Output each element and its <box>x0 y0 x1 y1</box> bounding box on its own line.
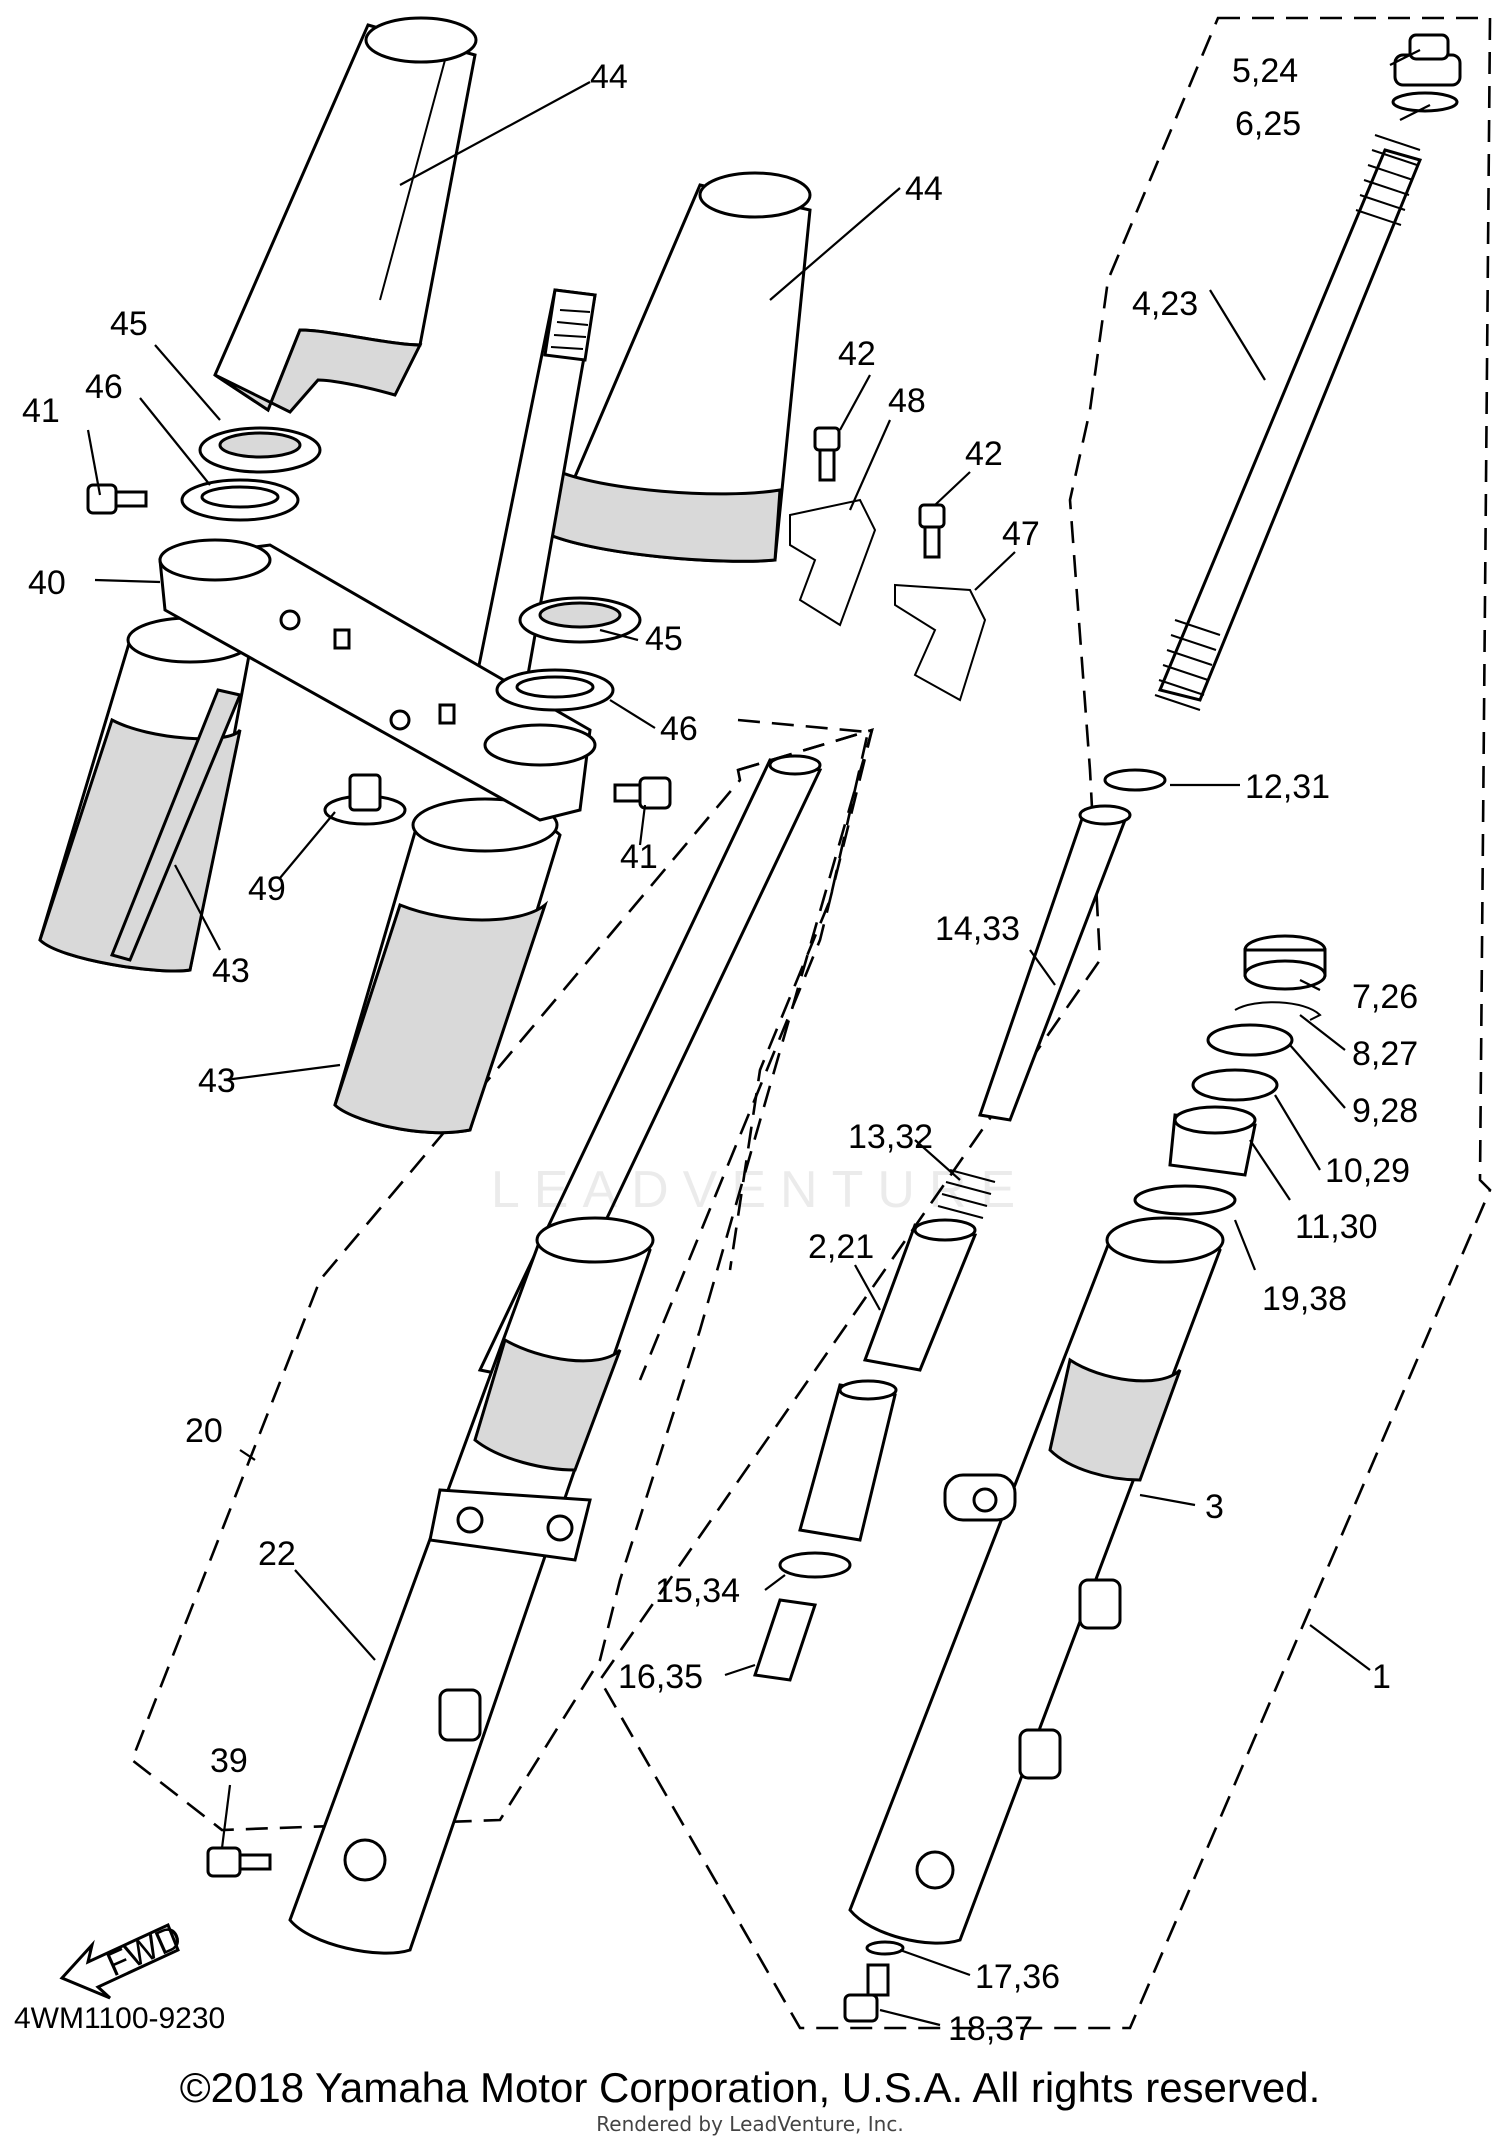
callout-labels: 44 44 45 46 41 40 42 48 42 47 45 46 41 4… <box>22 52 1418 2048</box>
callout-43-a: 43 <box>212 952 250 990</box>
collar-16-35 <box>753 1598 817 1682</box>
cap-bolt-5-24 <box>1393 33 1462 87</box>
washer-10-29 <box>1191 1068 1279 1102</box>
bolt-41-left <box>86 483 148 515</box>
oil-lock-piece-15-34 <box>778 1551 852 1579</box>
callout-4-23: 4,23 <box>1132 285 1198 323</box>
callout-48: 48 <box>888 382 926 420</box>
lower-cover-right <box>333 797 562 1135</box>
bolt-41-right <box>613 776 672 810</box>
callout-7-26: 7,26 <box>1352 978 1418 1016</box>
washer-17-36 <box>865 1940 905 1956</box>
callout-41-b: 41 <box>620 838 658 876</box>
callout-47: 47 <box>1002 515 1040 553</box>
callout-17-36: 17,36 <box>975 1958 1060 1996</box>
callout-49: 49 <box>248 870 286 908</box>
damper-lower <box>798 1379 898 1542</box>
watermark: LEADVENTURE <box>490 1161 1030 1219</box>
dust-seal-7-26 <box>1243 934 1327 991</box>
lower-bracket <box>158 538 597 822</box>
ring-12-31 <box>1103 768 1167 792</box>
washer-46-right <box>495 668 615 712</box>
callout-12-31: 12,31 <box>1245 768 1330 806</box>
o-ring-6-25 <box>1391 91 1459 113</box>
o-ring-19-38 <box>1133 1184 1237 1216</box>
callout-14-33: 14,33 <box>935 910 1020 948</box>
outer-tube-bracket-outline <box>638 728 874 1381</box>
upper-cover-left <box>213 16 478 414</box>
fwd-label: FWD <box>101 1918 187 1984</box>
inner-group-outline <box>728 718 870 1271</box>
callout-46-a: 46 <box>85 368 123 406</box>
callout-45-b: 45 <box>645 620 683 658</box>
drain-bolt-18-37 <box>843 1963 890 2023</box>
oil-seal-9-28 <box>1206 1023 1294 1057</box>
callout-8-27: 8,27 <box>1352 1035 1418 1073</box>
wire-bracket-47 <box>894 583 987 702</box>
callout-40: 40 <box>28 564 66 602</box>
callout-9-28: 9,28 <box>1352 1092 1418 1130</box>
bolt-39 <box>206 1846 272 1878</box>
callout-42-a: 42 <box>838 335 876 373</box>
callout-6-25: 6,25 <box>1235 105 1301 143</box>
wire-bracket-48 <box>789 498 877 627</box>
callout-5-24: 5,24 <box>1232 52 1298 90</box>
callout-3: 3 <box>1205 1488 1224 1526</box>
callout-41-a: 41 <box>22 392 60 430</box>
leader-lines <box>86 49 1431 2027</box>
callout-19-38: 19,38 <box>1262 1280 1347 1318</box>
callout-2-21: 2,21 <box>808 1228 874 1266</box>
callout-39: 39 <box>210 1742 248 1780</box>
bolt-42-right <box>918 503 946 559</box>
stopper-49 <box>323 773 407 826</box>
callout-42-b: 42 <box>965 435 1003 473</box>
upper-cover-right <box>548 171 812 563</box>
callout-13-32: 13,32 <box>848 1118 933 1156</box>
clip-8-27 <box>1234 1001 1322 1021</box>
washer-46-left <box>180 478 300 522</box>
upper-seal-45-left <box>198 426 322 474</box>
lower-cover-left <box>38 616 254 973</box>
bushing-11-30 <box>1168 1105 1257 1177</box>
upper-seal-45-right <box>518 596 642 644</box>
callout-43-b: 43 <box>198 1062 236 1100</box>
callout-11-30: 11,30 <box>1295 1208 1378 1246</box>
callout-45-a: 45 <box>110 305 148 343</box>
callout-44-a: 44 <box>590 58 628 96</box>
outer-tube-3 <box>848 1216 1225 1945</box>
callout-16-35: 16,35 <box>618 1658 703 1696</box>
fwd-arrow-icon: FWD <box>59 1918 187 2000</box>
callout-15-34: 15,34 <box>655 1572 740 1610</box>
callout-22: 22 <box>258 1535 296 1573</box>
callout-1: 1 <box>1372 1658 1391 1696</box>
assembly-1-outline <box>598 16 1492 2030</box>
bolt-42-left <box>813 426 841 482</box>
outer-tube-22 <box>288 1216 655 1955</box>
rendered-by-notice: Rendered by LeadVenture, Inc. <box>596 2112 904 2136</box>
damper-rod-14-33 <box>978 804 1132 1122</box>
rebound-spring-13-32 <box>937 1169 996 1219</box>
callout-20: 20 <box>185 1412 223 1450</box>
callout-10-29: 10,29 <box>1325 1152 1410 1190</box>
fork-spring-4-23 <box>1154 134 1423 711</box>
callout-44-b: 44 <box>905 170 943 208</box>
callout-46-b: 46 <box>660 710 698 748</box>
slide-bushing-2-21 <box>862 1218 978 1372</box>
diagram-code: 4WM1100-9230 <box>14 2002 226 2035</box>
callout-18-37: 18,37 <box>948 2010 1033 2048</box>
copyright-notice: ©2018 Yamaha Motor Corporation, U.S.A. A… <box>179 2064 1321 2111</box>
